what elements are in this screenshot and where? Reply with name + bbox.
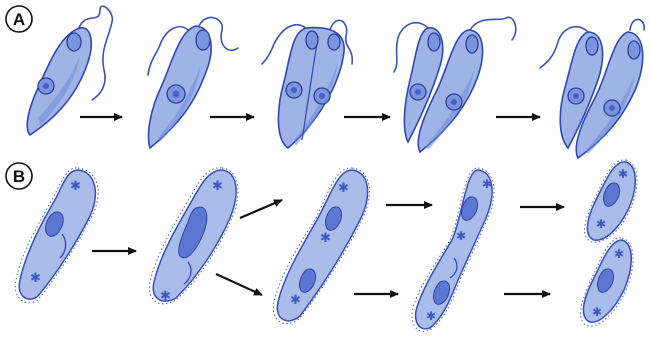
contractile-vacuole-icon: ✱ (30, 271, 41, 286)
contractile-vacuole-icon: ✱ (212, 179, 223, 194)
paramecium-stage-3: ✱ ✱ ✱ (273, 168, 369, 324)
paramecium-cell (416, 170, 492, 329)
arrow-b-2-up (240, 200, 282, 218)
contractile-vacuole-icon: ✱ (160, 289, 171, 304)
paramecium-stage-2: ✱ ✱ (149, 168, 238, 304)
reservoir-2 (628, 41, 640, 59)
contractile-vacuole-icon: ✱ (320, 231, 331, 246)
euglena-stage-5 (540, 19, 644, 158)
contractile-vacuole-icon: ✱ (426, 309, 436, 323)
euglena-stage-2 (148, 17, 238, 148)
panel-a-letter: A (13, 10, 25, 29)
reservoir (428, 33, 440, 51)
reservoir (67, 33, 81, 51)
contractile-vacuole-icon: ✱ (618, 167, 628, 181)
paramecium-stage-1: ✱ ✱ (15, 168, 98, 303)
contractile-vacuole-icon: ✱ (456, 229, 466, 243)
euglena-stage-1 (27, 6, 112, 135)
reservoir (306, 31, 318, 49)
reservoir-2 (328, 34, 340, 50)
contractile-vacuole-icon: ✱ (290, 293, 301, 308)
panel-b-label: B (6, 163, 32, 189)
reservoir-2 (466, 35, 478, 53)
arrow-b-2-down (216, 274, 262, 295)
paramecium-stage-4: ✱ ✱ ✱ (412, 168, 494, 331)
panel-b-letter: B (13, 167, 25, 186)
reservoir (586, 37, 598, 55)
contractile-vacuole-icon: ✱ (596, 217, 606, 231)
contractile-vacuole-icon: ✱ (614, 247, 624, 261)
flagellum-2 (630, 19, 644, 30)
contractile-vacuole-icon: ✱ (70, 179, 81, 194)
paramecium-stage-5: ✱ ✱ ✱ ✱ (581, 160, 637, 326)
contractile-vacuole-icon: ✱ (338, 181, 349, 196)
contractile-vacuole-icon: ✱ (482, 177, 492, 191)
euglena-cell (27, 28, 91, 135)
reservoir (196, 30, 210, 50)
euglena-stage-3 (262, 20, 352, 148)
euglena-stage-4 (394, 17, 516, 152)
contractile-vacuole-icon: ✱ (592, 305, 602, 319)
panel-a-label: A (6, 6, 32, 32)
